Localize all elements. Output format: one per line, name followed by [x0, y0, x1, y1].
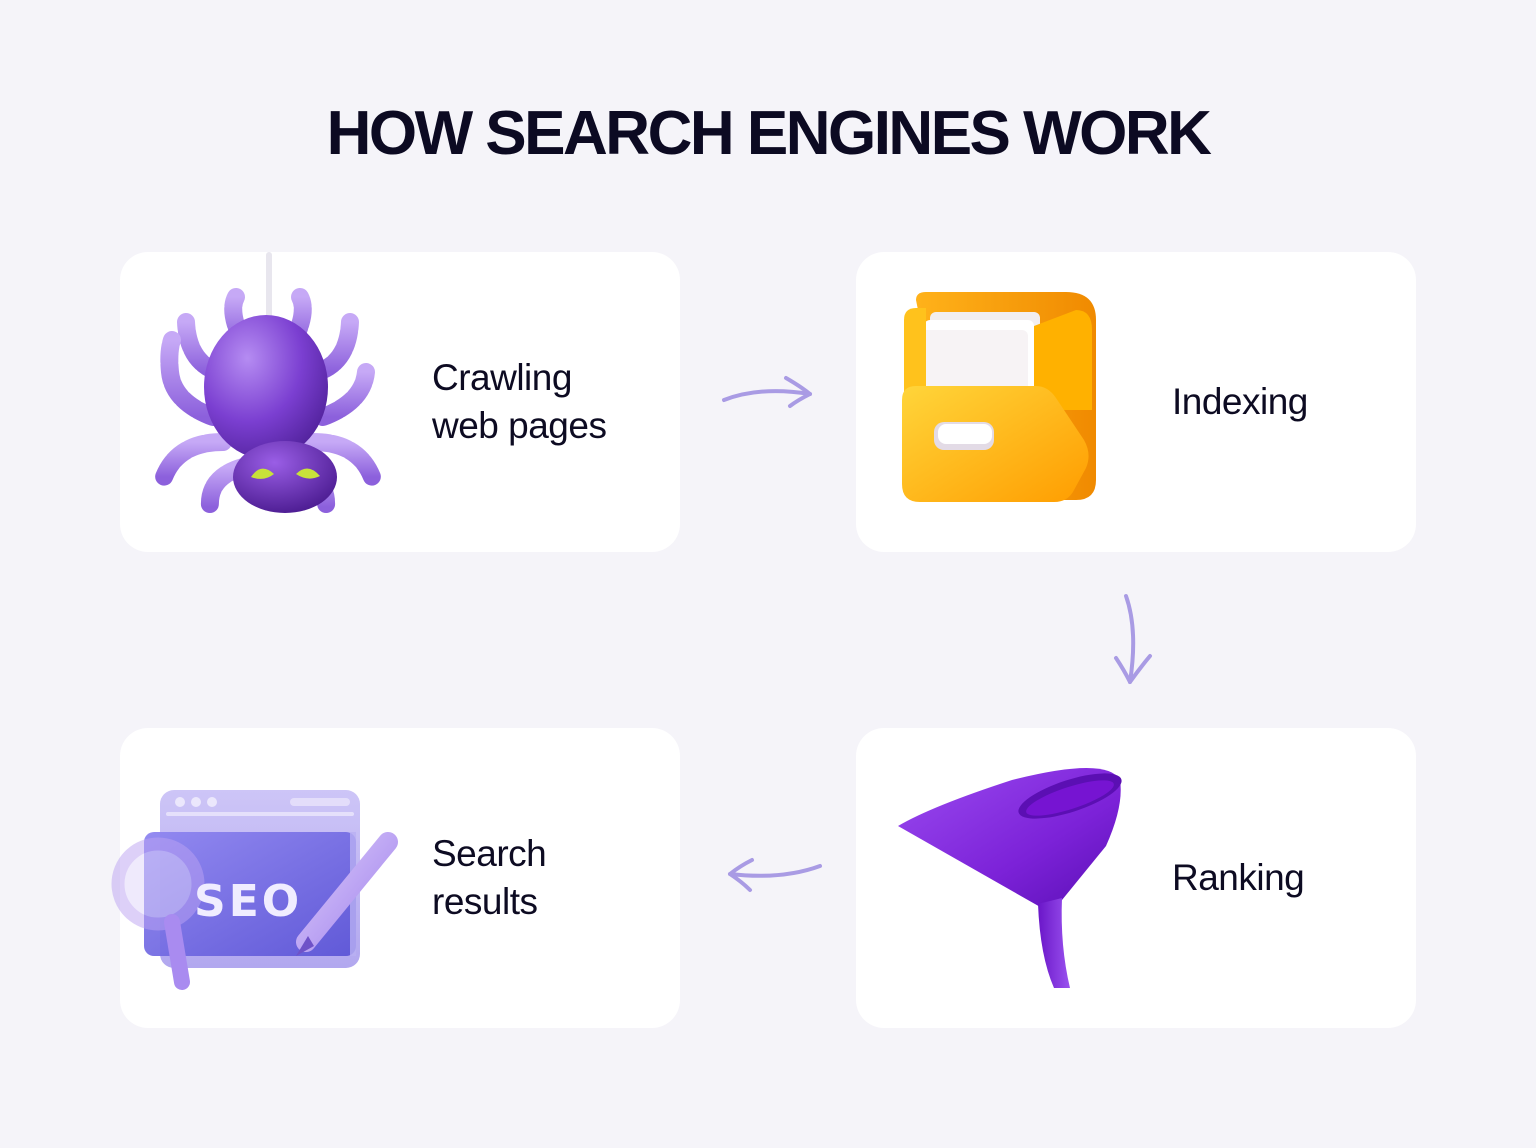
step-label-search-results: Search results: [432, 833, 547, 922]
step-label-ranking: Ranking: [1172, 857, 1305, 898]
step-card-indexing: Indexing: [856, 252, 1416, 552]
page-title: HOW SEARCH ENGINES WORK: [326, 99, 1212, 168]
spider-icon: [155, 252, 381, 516]
funnel-icon: [898, 768, 1122, 988]
step-label-crawling: Crawling web pages: [432, 357, 607, 446]
file-cabinet-icon: [902, 292, 1096, 502]
step-card-crawling: Crawling web pages: [120, 252, 680, 552]
arrow-left-icon: [728, 858, 822, 892]
step-label-indexing: Indexing: [1172, 381, 1308, 422]
seo-badge-text: SEO: [194, 876, 302, 927]
step-card-ranking: Ranking: [856, 728, 1416, 1028]
seo-search-icon: SEO: [111, 790, 398, 990]
step-card-search-results: SEO Search results: [111, 728, 680, 1028]
arrow-down-icon: [1114, 594, 1152, 684]
arrow-right-icon: [722, 376, 812, 408]
